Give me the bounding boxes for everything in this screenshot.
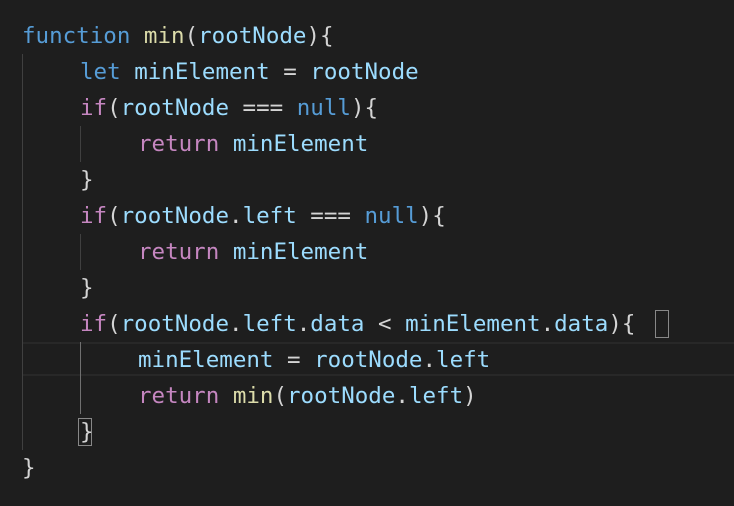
code-token: rootNode xyxy=(120,203,230,229)
code-token: ){ xyxy=(306,23,334,49)
code-token: rootNode xyxy=(314,347,423,373)
code-token: ){ xyxy=(608,311,636,337)
code-token: rootNode xyxy=(310,59,419,85)
code-token: let xyxy=(80,59,121,85)
code-token: data xyxy=(554,311,609,337)
indent-guide-if-1 xyxy=(80,126,81,162)
code-line[interactable]: if(rootNode.left.data < minElement.data)… xyxy=(0,306,734,342)
code-token: minElement xyxy=(232,239,369,265)
code-line[interactable]: } xyxy=(0,270,734,306)
code-token: ( xyxy=(184,23,199,49)
code-token xyxy=(219,239,233,265)
code-token: return xyxy=(138,239,220,265)
code-token xyxy=(219,383,233,409)
code-token: . xyxy=(422,347,437,373)
code-token: . xyxy=(395,383,409,409)
code-token: minElement xyxy=(232,131,369,157)
code-token: } xyxy=(80,419,94,445)
code-token: left xyxy=(242,203,297,229)
code-token: ( xyxy=(273,383,288,409)
indent-guide-if-3 xyxy=(80,342,81,414)
code-token: left xyxy=(242,311,297,337)
code-token: } xyxy=(22,455,36,481)
code-token: = xyxy=(269,59,311,85)
code-line[interactable]: function min(rootNode){ xyxy=(0,18,734,54)
code-token: === xyxy=(296,203,365,229)
code-token: ) xyxy=(463,383,477,409)
code-token: } xyxy=(80,275,94,301)
code-token: ( xyxy=(107,203,121,229)
code-token xyxy=(130,23,144,49)
code-token: return xyxy=(138,131,220,157)
code-token: null xyxy=(296,95,351,121)
code-token: min xyxy=(232,383,274,409)
code-line[interactable]: let minElement = rootNode xyxy=(0,54,734,90)
code-token: minElement xyxy=(134,59,270,85)
code-token: min xyxy=(143,23,185,49)
code-token: === xyxy=(229,95,297,121)
code-token: . xyxy=(229,311,243,337)
code-token: minElement xyxy=(405,311,541,337)
code-line[interactable]: return minElement xyxy=(0,126,734,162)
code-token xyxy=(121,59,135,85)
code-token: . xyxy=(296,311,311,337)
code-token xyxy=(219,131,233,157)
code-token: } xyxy=(80,167,94,193)
code-token: if xyxy=(80,203,108,229)
code-token: < xyxy=(364,311,406,337)
code-token: null xyxy=(364,203,419,229)
code-line[interactable]: } xyxy=(0,450,734,486)
current-line-highlight xyxy=(22,342,734,376)
code-token: if xyxy=(80,311,108,337)
code-token: return xyxy=(138,383,220,409)
indent-guide-if-2 xyxy=(80,234,81,270)
code-token: = xyxy=(273,347,315,373)
code-token: data xyxy=(310,311,365,337)
code-token: ){ xyxy=(350,95,379,121)
code-token: if xyxy=(80,95,108,121)
matching-bracket-open xyxy=(655,310,669,338)
code-token: rootNode xyxy=(120,95,230,121)
code-token: ){ xyxy=(418,203,446,229)
code-token: ( xyxy=(107,311,121,337)
indent-guide-function-body xyxy=(22,54,23,450)
code-line[interactable]: minElement = rootNode.left xyxy=(0,342,734,378)
code-token: rootNode xyxy=(120,311,230,337)
code-token: minElement xyxy=(138,347,274,373)
code-token: function xyxy=(22,23,131,49)
code-token: left xyxy=(408,383,464,409)
code-token: left xyxy=(436,347,491,373)
code-line[interactable]: if(rootNode === null){ xyxy=(0,90,734,126)
code-line[interactable]: return min(rootNode.left) xyxy=(0,378,734,414)
code-token: . xyxy=(540,311,555,337)
code-line[interactable]: if(rootNode.left === null){ xyxy=(0,198,734,234)
code-line[interactable]: return minElement xyxy=(0,234,734,270)
code-line[interactable]: } xyxy=(0,414,734,450)
code-line[interactable]: } xyxy=(0,162,734,198)
code-token: rootNode xyxy=(198,23,307,49)
code-token: . xyxy=(229,203,243,229)
matching-bracket-close xyxy=(78,418,92,446)
code-token: ( xyxy=(107,95,121,121)
code-token: rootNode xyxy=(287,383,396,409)
